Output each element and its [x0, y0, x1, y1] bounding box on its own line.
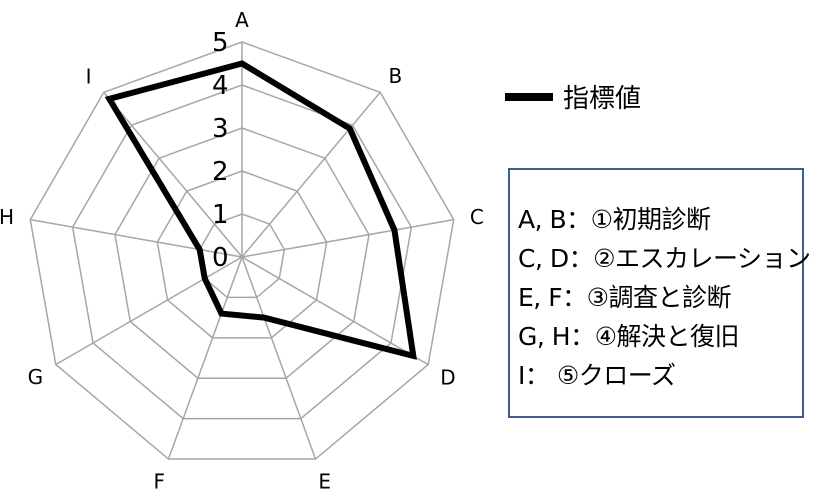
spoke-I	[103, 91, 243, 258]
series-line-0	[104, 60, 417, 360]
grid-ring-2	[156, 170, 328, 339]
legend: 指標値	[505, 78, 641, 115]
grid-ring-5	[29, 41, 455, 460]
spoke-F	[167, 256, 243, 460]
radar-chart: 0 1 2 3 4 5A B C D E F G H I	[0, 8, 484, 494]
axis-label-I: I	[86, 65, 92, 89]
axis-label-D: D	[440, 366, 455, 390]
note-line-gh: G, H：④解決と復旧	[518, 322, 739, 351]
legend-label: 指標値	[563, 84, 642, 114]
grid-ring-3	[114, 127, 370, 379]
grid-ring-4	[71, 84, 413, 420]
axis-label-B: B	[389, 64, 403, 88]
legend-line-swatch	[505, 92, 553, 101]
grid-ring-1	[198, 213, 286, 299]
spoke-D	[241, 256, 429, 366]
note-line-ab: A, B：①初期診断	[518, 205, 711, 234]
spoke-G	[55, 256, 243, 366]
spoke-B	[241, 91, 381, 258]
axis-label-E: E	[318, 469, 331, 493]
note-line-ef: E, F：③調査と診断	[518, 283, 731, 312]
spoke-C	[241, 218, 454, 258]
axis-label-H: H	[0, 205, 14, 229]
axis-label-A: A	[235, 8, 249, 32]
spoke-H	[30, 218, 243, 258]
tick-label-3: 3	[212, 114, 229, 144]
phase-notes-box: A, B：①初期診断 C, D：②エスカレーション E, F：③調査と診断 G,…	[508, 168, 811, 418]
tick-label-1: 1	[212, 200, 229, 230]
tick-label-0: 0	[212, 243, 229, 273]
tick-label-4: 4	[212, 71, 229, 101]
spoke-E	[241, 256, 317, 460]
tick-label-5: 5	[212, 28, 229, 58]
tick-label-2: 2	[212, 157, 229, 187]
axis-label-F: F	[154, 469, 166, 493]
axis-label-G: G	[28, 365, 44, 389]
note-line-cd: C, D：②エスカレーション	[518, 244, 811, 273]
note-line-i: I： ⑤クローズ	[518, 361, 676, 390]
axis-label-C: C	[470, 205, 484, 229]
